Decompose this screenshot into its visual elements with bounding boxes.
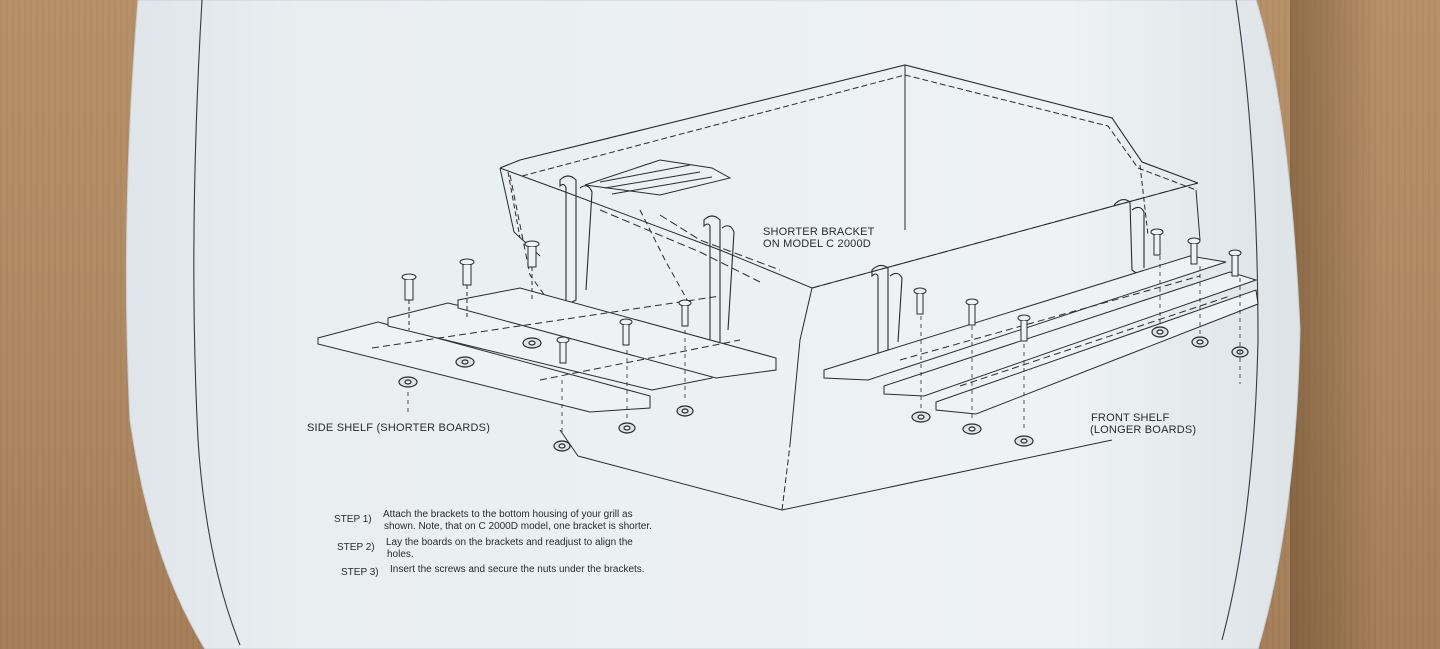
screw bbox=[1187, 237, 1201, 265]
screw bbox=[556, 336, 570, 364]
step-1-label: STEP 1) bbox=[334, 514, 372, 525]
front-board-3 bbox=[935, 289, 1259, 415]
caption-shorter-bracket-2: ON MODEL C 2000D bbox=[763, 238, 871, 250]
screw bbox=[678, 299, 692, 327]
grill-housing-top bbox=[499, 64, 1199, 184]
screw bbox=[1228, 249, 1242, 277]
caption-front-shelf-2: (LONGER BOARDS) bbox=[1090, 424, 1196, 436]
cardboard-shadow bbox=[1290, 0, 1440, 649]
front-screws bbox=[913, 228, 1242, 342]
nut bbox=[676, 405, 694, 417]
step-3-line-1: Insert the screws and secure the nuts un… bbox=[390, 564, 645, 575]
page-border-left bbox=[193, 0, 241, 646]
screw bbox=[1150, 228, 1164, 256]
alignment-lines bbox=[407, 256, 1241, 436]
nut bbox=[522, 337, 542, 349]
nut bbox=[618, 422, 636, 434]
caption-side-shelf: SIDE SHELF (SHORTER BOARDS) bbox=[307, 422, 490, 434]
step-2-line-2: holes. bbox=[387, 549, 414, 560]
grill-handle bbox=[584, 159, 732, 196]
screw bbox=[1017, 314, 1031, 342]
caption-front-shelf-1: FRONT SHELF bbox=[1091, 412, 1169, 424]
screw bbox=[459, 258, 475, 320]
side-screws bbox=[401, 240, 692, 364]
screw bbox=[524, 240, 540, 300]
step-3-label: STEP 3) bbox=[341, 567, 379, 578]
nut bbox=[398, 376, 418, 388]
nut bbox=[455, 356, 475, 368]
nut bbox=[1191, 336, 1209, 348]
nut bbox=[911, 411, 931, 423]
nut bbox=[1014, 435, 1034, 447]
side-shelf-boards bbox=[317, 287, 777, 413]
screw bbox=[913, 287, 927, 315]
step-2-label: STEP 2) bbox=[337, 542, 375, 553]
side-board-3 bbox=[457, 287, 777, 379]
grill-diagram bbox=[499, 64, 1201, 511]
paper-sheet bbox=[125, 0, 1301, 649]
nut bbox=[553, 440, 571, 452]
screw bbox=[965, 298, 979, 326]
step-2-line-1: Lay the boards on the brackets and readj… bbox=[386, 537, 633, 548]
nut bbox=[962, 423, 982, 435]
caption-shorter-bracket-1: SHORTER BRACKET bbox=[763, 226, 875, 238]
nut bbox=[1151, 326, 1169, 338]
side-board-1 bbox=[317, 321, 651, 413]
screw bbox=[401, 273, 417, 330]
step-1-line-2: shown. Note, that on C 2000D model, one … bbox=[384, 521, 652, 532]
side-board-2 bbox=[387, 302, 713, 391]
screw bbox=[619, 318, 633, 346]
step-1-line-1: Attach the brackets to the bottom housin… bbox=[383, 509, 633, 520]
front-board-2 bbox=[883, 271, 1258, 397]
page-border-right bbox=[1221, 0, 1259, 641]
instruction-steps: STEP 1) Attach the brackets to the botto… bbox=[334, 509, 652, 578]
